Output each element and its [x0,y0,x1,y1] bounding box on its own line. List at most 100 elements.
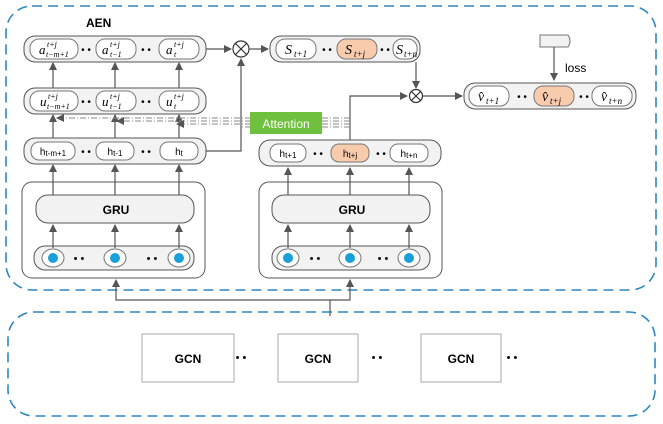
svg-text:ht-m+1: ht-m+1 [40,147,67,158]
svg-text:t+1: t+1 [486,96,499,106]
gcn-container [7,311,656,417]
s-node-1: S t+1 [275,38,317,60]
gcn-box-3-label: GCN [448,352,475,366]
a-node-2: a t+j t−1 [95,38,137,60]
left-gru-label: GRU [103,203,130,217]
gcn-box-1-label: GCN [175,352,202,366]
gcn-box-2-label: GCN [305,352,332,366]
h-right-ellipsis-1: • • [313,149,323,160]
a-ellipsis-2: • • [141,45,151,56]
svg-text:S: S [396,43,403,58]
svg-text:t+1: t+1 [294,49,307,59]
svg-text:t+n: t+n [609,96,623,106]
gcn-box-3 [420,333,502,383]
h-left-ellipsis-2: • • [141,147,151,158]
aen-container [5,5,657,291]
s-node-3: S t+n [392,38,418,60]
v-node-1: v̂ t+1 [468,85,510,107]
right-input-node-1 [276,248,300,268]
svg-text:t+j: t+j [47,40,58,49]
left-input-ellipsis-1: • • [74,253,85,265]
svg-text:t+j: t+j [174,92,185,101]
right-input-node-3 [397,248,421,268]
svg-text:t−m+1: t−m+1 [46,50,69,59]
aen-label: AEN [86,16,111,30]
h-left-node-2: ht-1 [95,141,135,161]
gcn-box-2 [277,333,359,383]
svg-text:t+j: t+j [110,92,121,101]
v-ellipsis-2: • • [579,92,589,103]
svg-text:a: a [102,42,109,57]
right-input-node-2 [338,248,362,268]
multiply-right-arrows [349,62,463,140]
multiply-right-icon [408,88,424,104]
svg-text:u: u [102,94,109,109]
left-input-node-3 [167,248,191,268]
loss-source-icon [539,34,571,48]
attention-label: Attention [262,117,309,131]
svg-text:t+j: t+j [354,49,366,59]
multiply-left-icon [232,40,250,58]
svg-text:t+j: t+j [174,40,185,49]
svg-text:u: u [166,94,173,109]
gcn-to-gru-arrows [112,279,354,316]
v-ellipsis-1: • • [517,92,527,103]
u-ellipsis-1: • • [81,97,91,108]
h-right-node-2-highlighted: ht+j [330,143,370,163]
left-input-arrows [49,62,183,248]
svg-text:S: S [345,43,352,58]
svg-text:v̂: v̂ [542,90,549,105]
svg-text:ht: ht [175,147,184,158]
svg-text:ht+n: ht+n [401,149,418,160]
u-node-3: u t+j t [158,90,200,112]
right-input-ellipsis-2: • • [378,253,389,265]
svg-text:u: u [40,94,47,109]
svg-text:t−1: t−1 [110,50,122,59]
u-node-2: u t+j t−1 [95,90,137,112]
gcn-ellipsis-3: • • [507,352,518,364]
a-ellipsis-1: • • [81,45,91,56]
svg-text:ht-1: ht-1 [108,147,123,158]
svg-text:v̂: v̂ [478,90,485,105]
gcn-ellipsis-1: • • [236,352,247,364]
svg-text:a: a [39,42,46,57]
svg-text:ht+j: ht+j [343,149,357,160]
left-input-ellipsis-2: • • [147,253,158,265]
svg-text:t+j: t+j [110,40,121,49]
svg-text:a: a [166,42,173,57]
svg-text:t: t [174,50,177,59]
v-node-2-highlighted: v̂ t+j [533,85,575,107]
h-left-node-3: ht [159,141,199,161]
svg-text:t+j: t+j [550,96,562,106]
gcn-ellipsis-2: • • [372,352,383,364]
h-left-ellipsis-1: • • [81,147,91,158]
svg-text:S: S [285,43,292,58]
right-input-ellipsis-1: • • [310,253,321,265]
svg-text:t−m+1: t−m+1 [47,102,70,111]
gcn-box-1 [141,333,235,383]
left-input-node-2 [103,248,127,268]
u-node-1: u t+j t−m+1 [29,90,79,112]
s-node-2-highlighted: S t+j [336,38,378,60]
s-ellipsis-2: • • [380,45,390,56]
svg-text:t+n: t+n [404,49,418,59]
attention-arrowheads [56,114,184,128]
right-input-arrows [284,167,413,248]
h-left-node-1: ht-m+1 [30,141,76,161]
multiply-left-arrows [206,45,269,152]
a-node-3: a t+j t [158,38,200,60]
svg-text:ht+1: ht+1 [280,149,297,160]
h-right-ellipsis-2: • • [376,149,386,160]
a-node-1: a t+j t−m+1 [29,38,79,60]
u-ellipsis-2: • • [141,97,151,108]
svg-text:t: t [174,102,177,111]
right-gru-box [271,194,431,224]
right-gru-label: GRU [339,203,366,217]
svg-text:t−1: t−1 [110,102,122,111]
svg-text:v̂: v̂ [601,90,608,105]
v-node-3: v̂ t+n [591,85,633,107]
attention-box [250,112,322,134]
left-input-node-1 [41,248,65,268]
h-right-node-3: ht+n [389,143,429,163]
